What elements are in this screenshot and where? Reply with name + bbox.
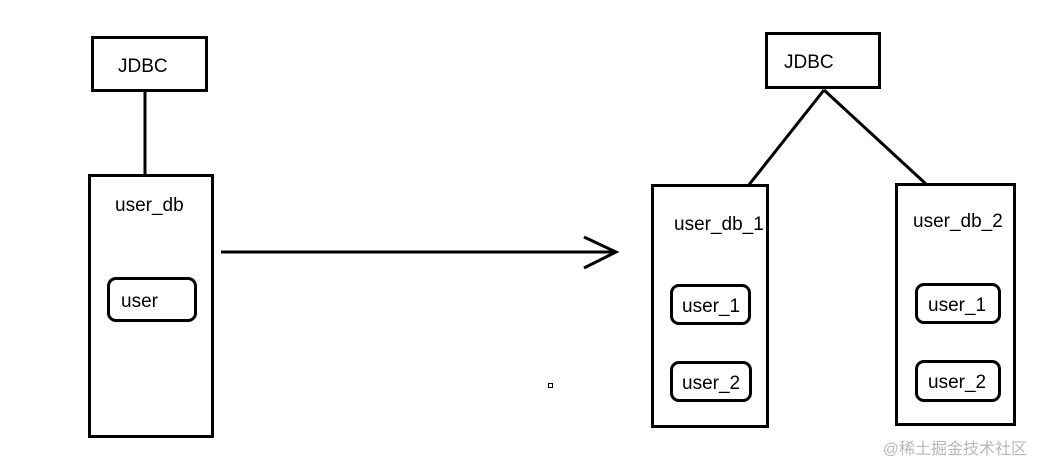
user-db-2-label: user_db_2 (913, 211, 1003, 232)
right-jdbc-connector-db1 (746, 89, 826, 187)
left-jdbc-box: JDBC (91, 36, 208, 92)
user-db-2-table-user-2-label: user_2 (928, 372, 987, 393)
user-db-1-table-user-2-label: user_2 (682, 373, 741, 394)
left-user-db-label: user_db (115, 195, 184, 216)
watermark-text: @稀土掘金技术社区 (882, 441, 1027, 458)
user-db-1-label: user_db_1 (674, 214, 764, 235)
user-db-2-table-user-1: user_1 (915, 283, 1001, 324)
left-user-table-label: user (121, 291, 158, 312)
user-db-2-box: user_db_2 user_1 user_2 (895, 183, 1016, 426)
user-db-1-table-user-1: user_1 (670, 284, 751, 325)
left-jdbc-label: JDBC (118, 56, 168, 77)
right-jdbc-label: JDBC (784, 52, 834, 73)
user-db-1-box: user_db_1 user_1 user_2 (651, 184, 769, 428)
right-jdbc-connector-db2 (822, 88, 928, 186)
left-user-table: user (107, 277, 197, 322)
user-db-1-table-user-2: user_2 (670, 361, 752, 402)
right-jdbc-box: JDBC (765, 32, 881, 89)
stray-dot-mark (548, 383, 553, 388)
transform-arrow-head (583, 235, 620, 270)
left-user-db-box: user_db user (88, 174, 214, 438)
user-db-1-table-user-1-label: user_1 (682, 296, 741, 317)
user-db-2-table-user-1-label: user_1 (928, 295, 987, 316)
user-db-2-table-user-2: user_2 (915, 360, 1001, 402)
